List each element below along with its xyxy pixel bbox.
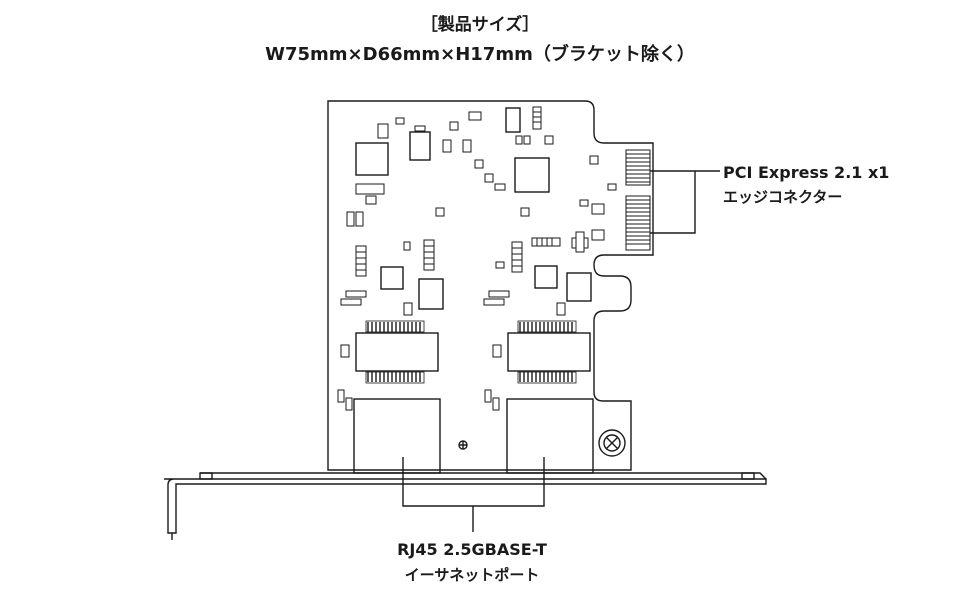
phy-chip-1 [355, 320, 439, 384]
small-components [337, 106, 617, 411]
screw-icon [598, 429, 626, 457]
board-outline [327, 100, 654, 471]
edge-connector [625, 149, 651, 251]
rj45-callout-line [402, 457, 545, 532]
phy-chip-2 [507, 320, 591, 384]
size-dimensions: W75mm×D66mm×H17mm（ブラケット除く） [265, 44, 695, 65]
rj45-port-1 [353, 398, 441, 474]
pcie-callout-line [650, 170, 720, 234]
pcie-label: PCI Express 2.1 x1 [723, 163, 890, 182]
rj45-label-jp: イーサネットポート [404, 566, 540, 584]
rj45-label: RJ45 2.5GBASE-T [397, 540, 547, 559]
size-heading: ［製品サイズ］ [420, 15, 540, 35]
mount-hole [458, 440, 468, 450]
pcie-label-jp: エッジコネクター [723, 188, 843, 206]
rj45-port-2 [506, 398, 594, 474]
